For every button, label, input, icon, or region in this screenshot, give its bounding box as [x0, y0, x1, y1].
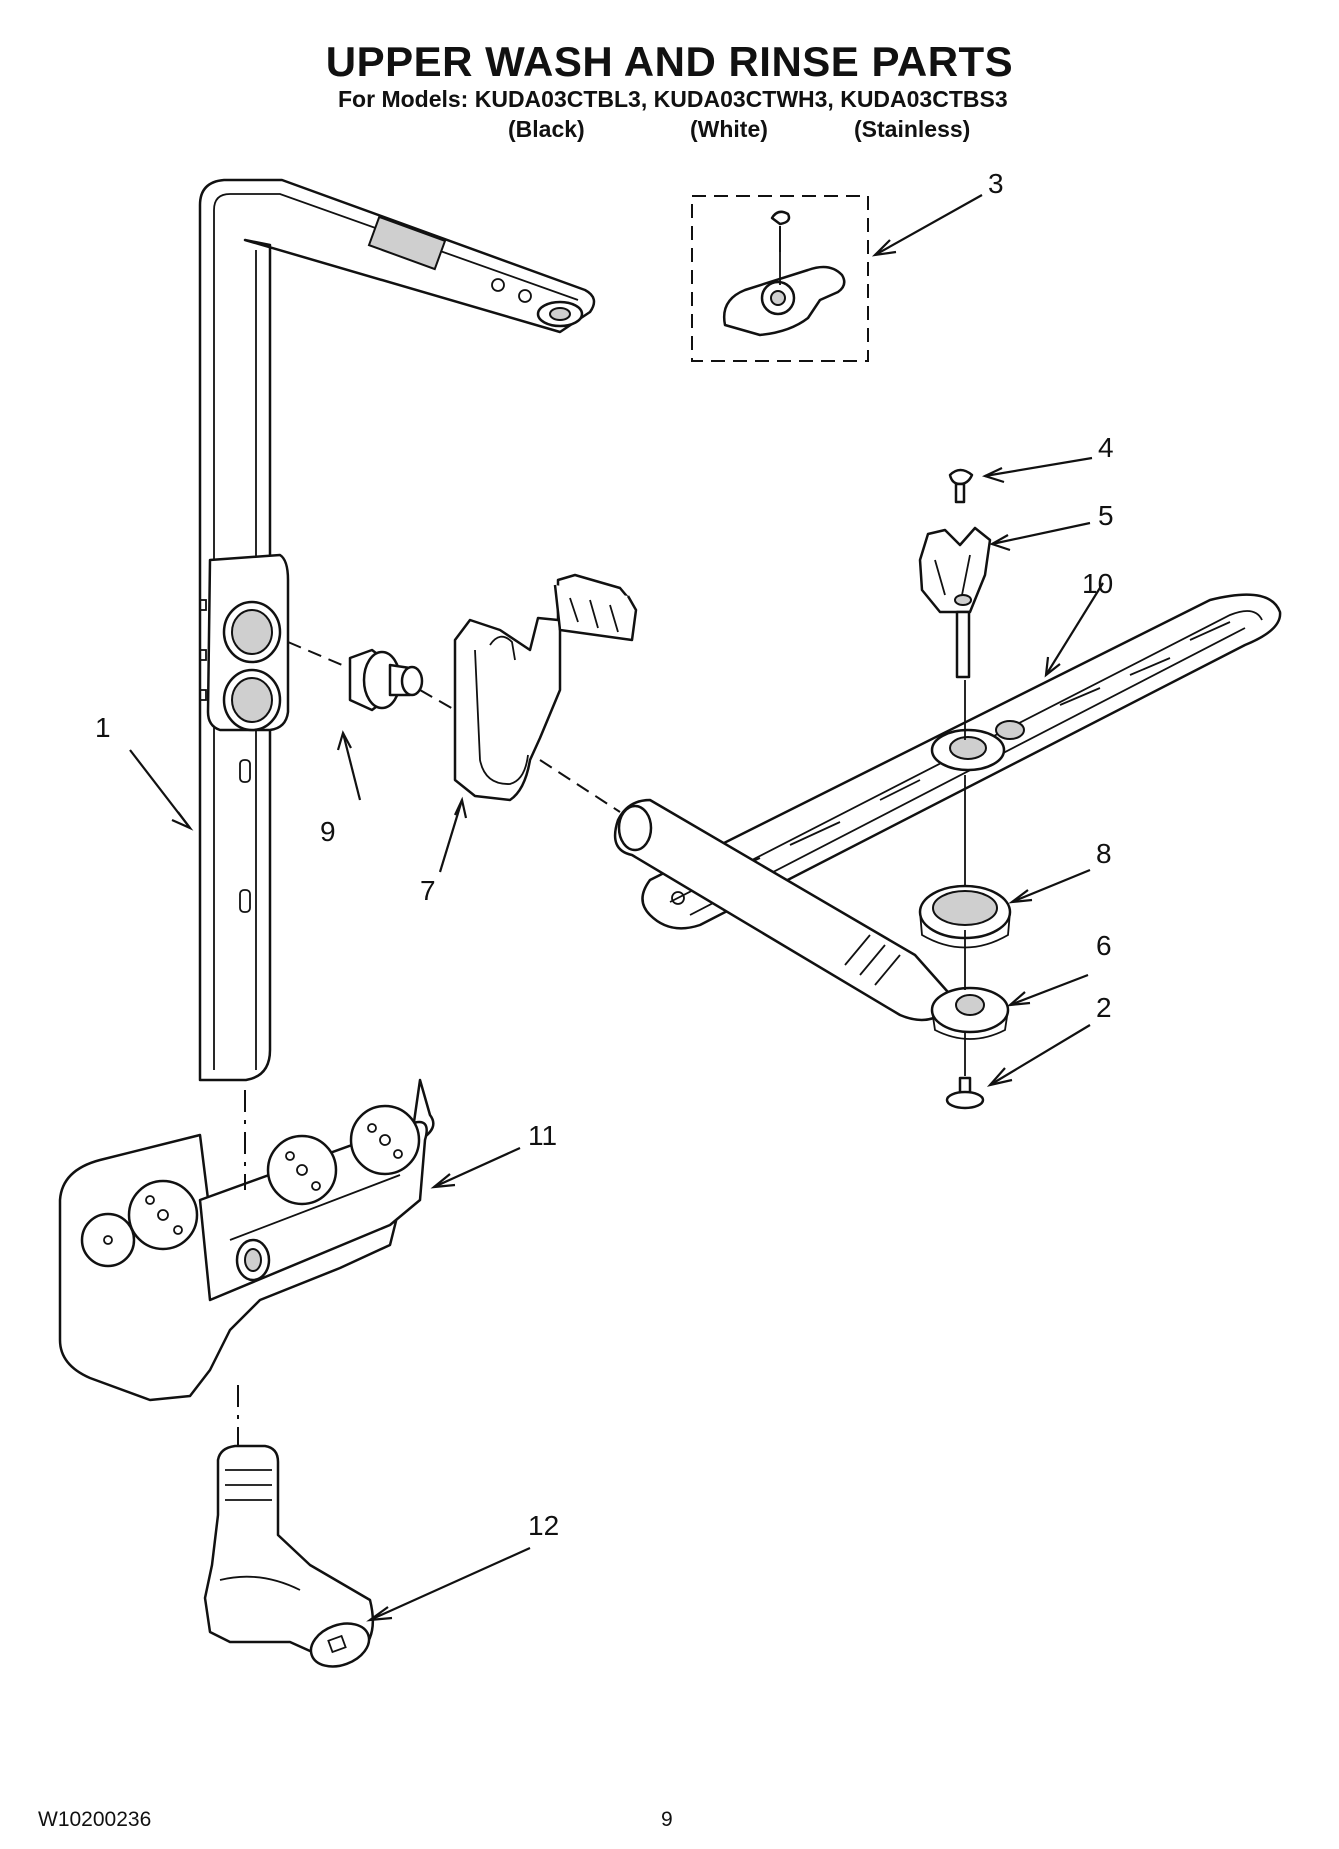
part-6-nut: [930, 986, 1010, 1040]
page-number: 9: [661, 1808, 673, 1831]
callout-5: 5: [1098, 500, 1114, 531]
part-7-bracket: [453, 573, 638, 802]
document-id: W10200236: [38, 1808, 152, 1831]
part-3-clip-assembly: [691, 195, 869, 362]
callout-2: 2: [1096, 992, 1112, 1023]
callout-7: 7: [420, 875, 436, 906]
callout-4: 4: [1098, 432, 1114, 463]
part-12-lower-fitting: [203, 1444, 375, 1668]
callout-12: 12: [528, 1510, 560, 1541]
part-10-spray-arm: [641, 593, 1282, 930]
part-5-hub: [918, 526, 992, 679]
models-line: For Models: KUDA03CTBL3, KUDA03CTWH3, KU…: [338, 86, 1008, 112]
callout-9: 9: [320, 816, 336, 847]
page-title: UPPER WASH AND RINSE PARTS: [325, 38, 1014, 85]
callout-3: 3: [988, 168, 1004, 199]
part-8-ring: [918, 884, 1012, 949]
variant-black: (Black): [508, 116, 585, 142]
part-4-screw: [948, 468, 974, 504]
callout-8: 8: [1096, 838, 1112, 869]
leader-lines: [129, 194, 1104, 1622]
connection-lines: [237, 226, 966, 1445]
part-2-screw: [945, 1076, 985, 1110]
callout-10: 10: [1082, 568, 1114, 599]
callout-11: 11: [528, 1120, 558, 1151]
part-9-fitting: [348, 648, 424, 712]
part-11-manifold: [58, 1078, 435, 1402]
variant-white: (White): [690, 116, 768, 142]
callout-1: 1: [95, 712, 111, 743]
part-1-supply-tube: [198, 178, 596, 1082]
callout-6: 6: [1096, 930, 1112, 961]
variant-stainless: (Stainless): [854, 116, 971, 142]
